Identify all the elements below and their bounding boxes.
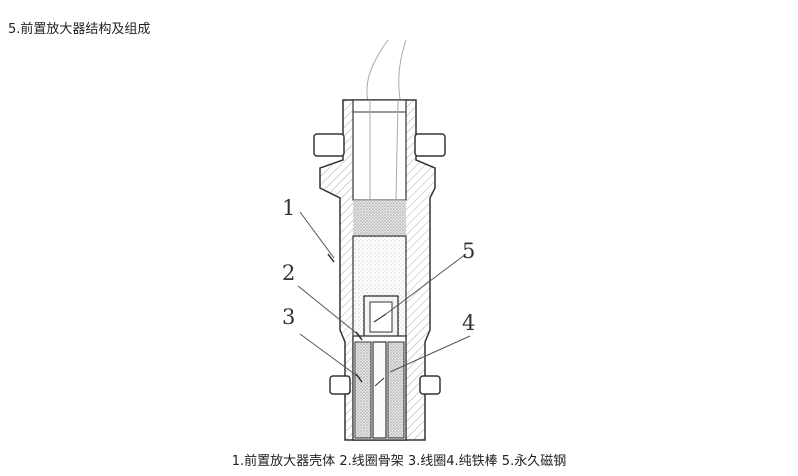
- label-2: 2: [282, 261, 295, 285]
- section-heading: 5.前置放大器结构及组成: [8, 22, 151, 37]
- leader-4: [389, 335, 471, 373]
- leader-3: [299, 333, 361, 379]
- coil-left: [354, 341, 372, 439]
- preamplifier-diagram: 1 2 3 4 5: [282, 39, 475, 441]
- upper-nut-right: [414, 133, 446, 157]
- preamplifier-cross-section-figure: 1 2 3 4 5: [270, 39, 530, 448]
- pure-iron-rod: [372, 341, 387, 439]
- label-3: 3: [282, 305, 295, 329]
- label-1: 1: [282, 196, 295, 220]
- leader-5: [385, 253, 467, 315]
- upper-nut-left: [313, 133, 345, 157]
- lower-nut-right: [419, 375, 441, 395]
- coil-right: [387, 341, 405, 439]
- label-5: 5: [462, 239, 475, 263]
- lower-nut-left: [329, 375, 351, 395]
- label-4: 4: [462, 311, 475, 335]
- leader-2: [297, 285, 361, 337]
- figure-caption: 1.前置放大器壳体 2.线圈骨架 3.线圈4.纯铁棒 5.永久磁钢: [231, 454, 567, 469]
- potting-compound: [353, 200, 406, 236]
- leader-1: [299, 211, 335, 259]
